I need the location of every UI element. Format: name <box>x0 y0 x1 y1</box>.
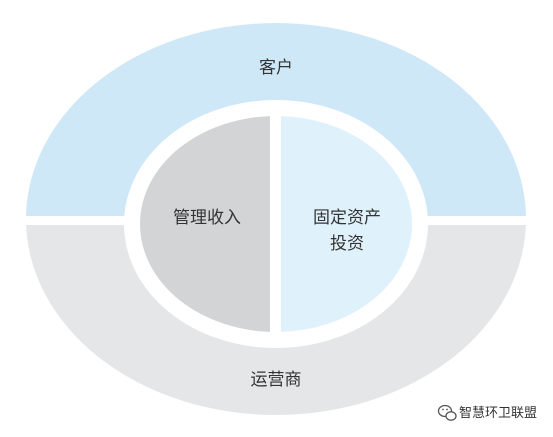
core-left-management-income <box>140 116 270 332</box>
right-core-label-line1: 固定资产 <box>313 208 381 228</box>
watermark-text: 智慧环卫联盟 <box>459 405 537 421</box>
bottom-band-label: 运营商 <box>251 370 302 390</box>
wechat-icon <box>437 404 457 421</box>
core-right-fixed-asset-investment <box>281 116 412 332</box>
left-core-label: 管理收入 <box>173 208 241 228</box>
top-band-label: 客户 <box>259 58 293 78</box>
right-core-label-line2: 投资 <box>330 234 364 254</box>
